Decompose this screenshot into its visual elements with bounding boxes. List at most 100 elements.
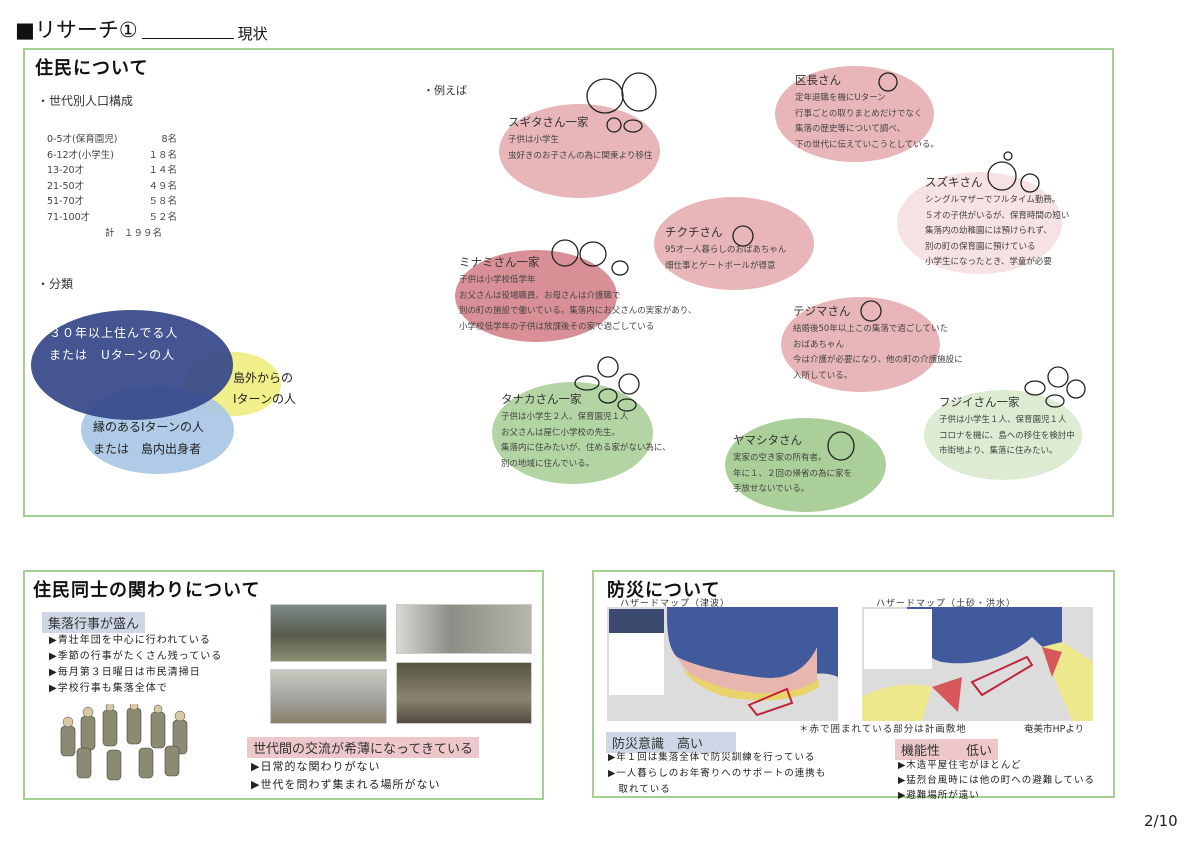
awareness-tag: 防災意識 高い bbox=[606, 732, 736, 753]
person-line: 子供は小学生 bbox=[508, 135, 560, 145]
person-kucho: 区長さん定年退職を機にUターン行事ごとの取りまとめだけでなく集落の歴史等について… bbox=[795, 72, 939, 153]
positive-item: ▶毎月第３日曜日は市民清掃日 bbox=[49, 667, 201, 678]
venn-text: ３０年以上住んでる人 bbox=[49, 326, 179, 340]
person-tanaka: タナカさん一家子供は小学生２人、保育園児１人お父さんは屋仁小学校の先生。集落内に… bbox=[501, 391, 671, 472]
venn-label-related: 縁のあるIターンの人または 島内出身者 bbox=[93, 416, 204, 460]
person-line: コロナを機に、島への移住を検討中 bbox=[939, 430, 1075, 441]
relations-panel: 住民同士の関わりについて 集落行事が盛ん ▶青壮年団を中心に行われている ▶季節… bbox=[23, 570, 544, 800]
person-line: 結婚後50年以上この集落で過ごしていた bbox=[793, 324, 949, 334]
positive-item: ▶季節の行事がたくさん残っている bbox=[49, 651, 223, 662]
age-row: 51-70才 ５８名 bbox=[47, 194, 177, 210]
positive-list: ▶青壮年団を中心に行われている ▶季節の行事がたくさん残っている ▶毎月第３日曜… bbox=[49, 633, 222, 697]
person-line: 95才一人暮らしのおばあちゃん bbox=[665, 245, 787, 255]
age-row: 0-5才(保育園児)8名 bbox=[47, 132, 177, 148]
age-total: 計 １９９名 bbox=[105, 227, 163, 239]
examples-heading: ・例えば bbox=[423, 84, 467, 97]
page-number: 2/10 bbox=[1144, 812, 1178, 830]
person-line: 手放せないでいる。 bbox=[733, 484, 810, 494]
person-yamashita: ヤマシタさん実家の空き家の所有者。年に１、２回の帰省の為に家を手放せないでいる。 bbox=[733, 432, 852, 498]
person-name: 区長さん bbox=[795, 73, 841, 87]
age-count: ５８名 bbox=[148, 196, 177, 208]
function-item: ▶木造平屋住宅がほとんど bbox=[898, 760, 1022, 771]
person-name: スギタさん一家 bbox=[508, 115, 589, 129]
bubble-bg bbox=[897, 172, 1062, 274]
function-item: ▶猛烈台風時には他の町への避難している bbox=[898, 775, 1096, 786]
person-line: 今は介護が必要になり、他の町の介護施設に bbox=[793, 355, 963, 365]
bubble-bg bbox=[654, 197, 814, 290]
page-title: ■リサーチ① 現状 bbox=[15, 14, 268, 44]
negative-tag: 世代間の交流が希薄になってきている bbox=[247, 737, 479, 758]
person-line: 小学校低学年の子供は放課後その家で過ごしている bbox=[459, 321, 655, 332]
venn-circle-longterm bbox=[31, 310, 233, 420]
age-count: １４名 bbox=[148, 165, 177, 177]
person-line: 別の町の施設で働いている。集落内にお父さんの実家があり、 bbox=[459, 306, 697, 316]
person-tejima: テジマさん結婚後50年以上この集落で過ごしていたおばあちゃん今は介護が必要になり… bbox=[793, 303, 963, 384]
person-line: 定年退職を機にUターン bbox=[795, 93, 886, 103]
residents-heading: 住民について bbox=[35, 58, 149, 79]
person-line: 子供は小学生２人、保育園児１人 bbox=[501, 412, 629, 422]
person-line: 集落の歴史等について調べ、 bbox=[795, 124, 906, 134]
tsunami-hazard-map bbox=[607, 607, 838, 721]
person-line: 市街地より、集落に住みたい。 bbox=[939, 446, 1058, 456]
person-line: 集落内の幼稚園には預けられず、 bbox=[925, 226, 1052, 236]
person-line: 実家の空き家の所有者。 bbox=[733, 453, 827, 463]
person-line: 別の地域に住んでいる。 bbox=[501, 458, 595, 469]
person-name: タナカさん一家 bbox=[501, 392, 582, 406]
age-label: 6-12才(小学生) bbox=[47, 149, 114, 161]
class-heading: ・分類 bbox=[37, 277, 74, 291]
landslide-flood-hazard-map bbox=[862, 607, 1093, 721]
bubble-bg bbox=[775, 66, 934, 162]
person-line: 集落内に住みたいが、住める家がない為に、 bbox=[501, 443, 671, 453]
person-line: シングルマザーでフルタイム勤務。 bbox=[925, 195, 1061, 205]
person-line: 子供は小学校低学年 bbox=[459, 275, 536, 285]
person-name: ミナミさん一家 bbox=[459, 255, 540, 269]
person-line: 虫好きのお子さんの為に関東より移住 bbox=[508, 150, 653, 161]
person-name: スズキさん bbox=[925, 175, 983, 189]
disaster-heading: 防災について bbox=[607, 580, 721, 601]
person-line: お父さんは役場職員、お母さんは介護職で bbox=[459, 290, 621, 301]
person-line: ５才の子供がいるが、保育時間の短い bbox=[925, 210, 1070, 221]
title-suffix: 現状 bbox=[237, 25, 268, 43]
bubble-bg bbox=[781, 297, 940, 392]
photo-festival-dance bbox=[270, 604, 387, 662]
person-line: 年に１、２回の帰省の為に家を bbox=[733, 468, 853, 479]
photo-indoor-dance bbox=[396, 604, 532, 654]
person-sugita: スギタさん一家子供は小学生虫好きのお子さんの為に関東より移住 bbox=[508, 114, 652, 164]
plan-site-note: ＊赤で囲まれている部分は計画敷地 bbox=[799, 724, 967, 735]
map2-title: ハザードマップ（土砂・洪水） bbox=[876, 599, 1017, 609]
bubble-bg bbox=[725, 418, 886, 512]
title-prefix: ■リサーチ① bbox=[15, 18, 138, 42]
person-line: 小学生になったとき、学童が必要 bbox=[925, 257, 1052, 267]
person-name: テジマさん bbox=[793, 304, 851, 318]
awareness-item: ▶一人暮らしのお年寄りへのサポートの連携も bbox=[608, 768, 827, 779]
function-list: ▶木造平屋住宅がほとんど ▶猛烈台風時には他の町への避難している ▶避難場所が遠… bbox=[898, 758, 1095, 803]
person-line: お父さんは屋仁小学校の先生。 bbox=[501, 427, 621, 438]
negative-item: ▶日常的な関わりがない bbox=[251, 760, 381, 773]
photo-gathering bbox=[396, 662, 532, 724]
title-blank-line bbox=[141, 38, 234, 39]
bubble-bg bbox=[924, 390, 1082, 480]
age-count: ４９名 bbox=[148, 180, 177, 192]
age-row: 6-12才(小学生) １８名 bbox=[47, 148, 177, 164]
person-minami: ミナミさん一家子供は小学校低学年お父さんは役場職員、お母さんは介護職で別の町の施… bbox=[459, 254, 696, 335]
age-heading: ・世代別人口構成 bbox=[37, 94, 134, 108]
venn-text: または Uターンの人 bbox=[49, 348, 176, 362]
negative-item: ▶世代を問わず集まれる場所がない bbox=[251, 778, 441, 791]
negative-list: ▶日常的な関わりがない ▶世代を問わず集まれる場所がない bbox=[251, 758, 440, 794]
relations-heading: 住民同士の関わりについて bbox=[33, 580, 261, 601]
age-count: １８名 bbox=[148, 149, 177, 161]
awareness-item: 取れている bbox=[608, 784, 671, 795]
map1-title: ハザードマップ（津波） bbox=[620, 599, 731, 609]
disaster-panel: 防災について ハザードマップ（津波） ハザードマップ（土砂・洪水） ＊赤で囲まれ… bbox=[592, 570, 1115, 801]
map-source: 奄美市HPより bbox=[1024, 724, 1085, 735]
positive-tag: 集落行事が盛ん bbox=[42, 612, 146, 633]
positive-item: ▶青壮年団を中心に行われている bbox=[49, 635, 211, 646]
person-name: フジイさん一家 bbox=[939, 395, 1020, 409]
venn-text: または 島内出身者 bbox=[93, 442, 202, 456]
photo-community-hall bbox=[270, 669, 387, 724]
age-label: 51-70才 bbox=[47, 196, 85, 208]
age-label: 0-5才(保育園児) bbox=[47, 134, 118, 145]
